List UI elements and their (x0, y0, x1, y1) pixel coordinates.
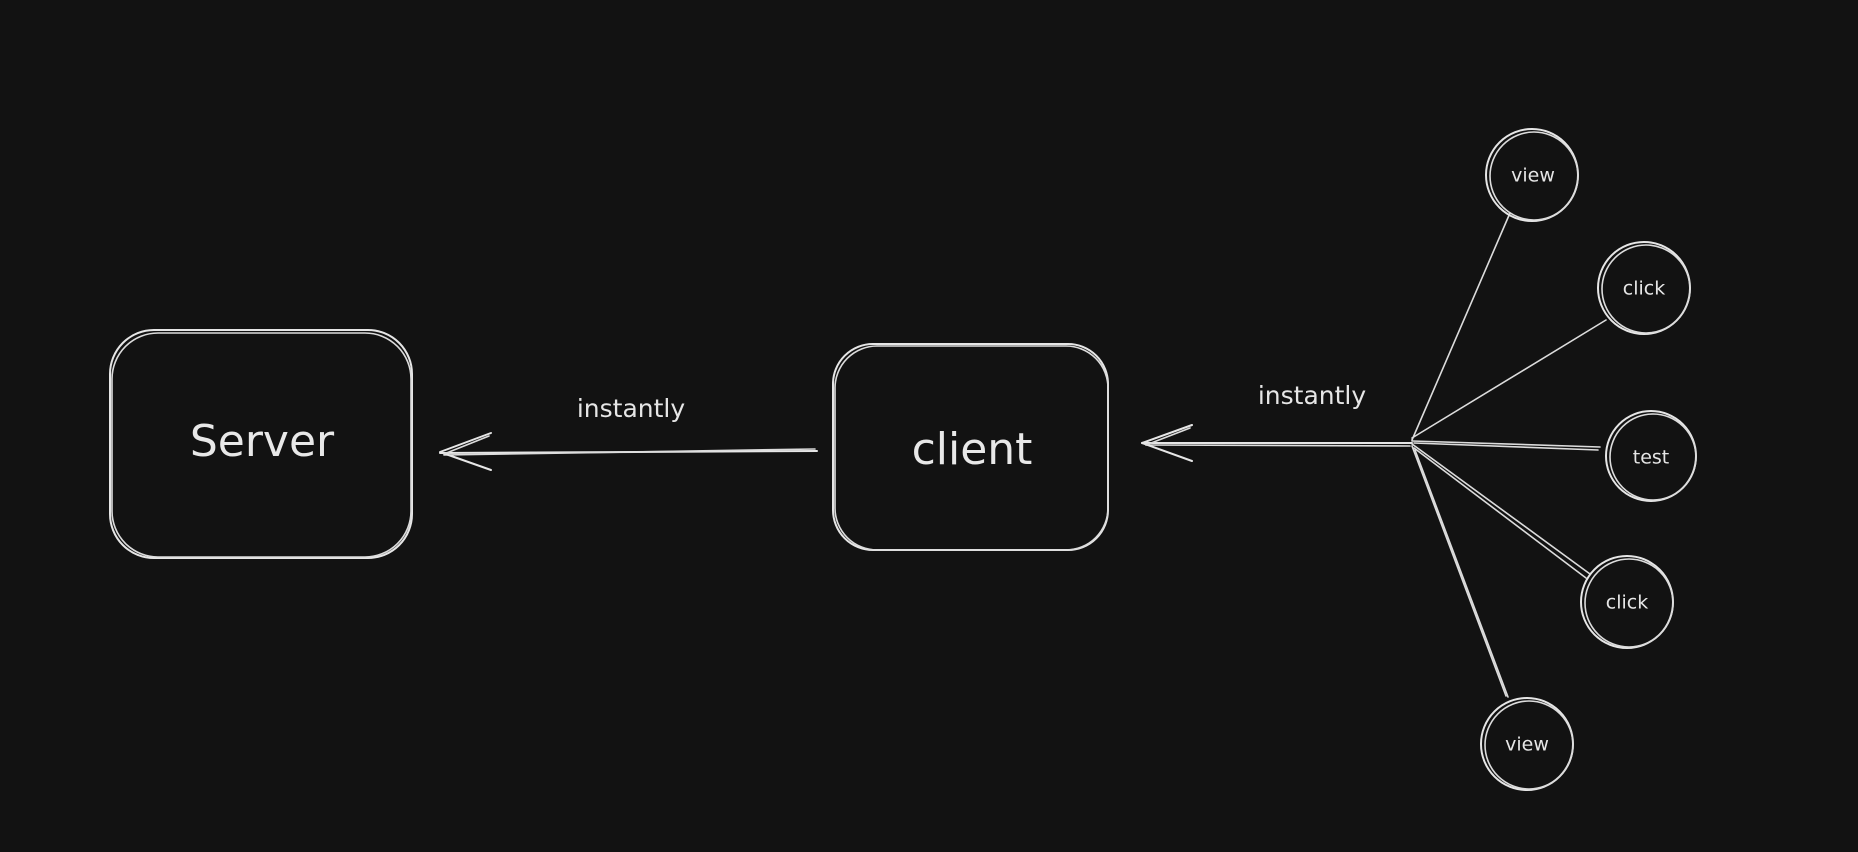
event-click-bottom[interactable]: click (1580, 555, 1674, 649)
client-to-server-arrow[interactable]: instantly (439, 394, 818, 471)
event-connectors (1411, 212, 1607, 698)
server-node[interactable]: Server (109, 329, 413, 559)
event-label: click (1606, 592, 1648, 614)
event-click-top[interactable]: click (1597, 241, 1691, 335)
events-to-client-label: instantly (1258, 381, 1367, 410)
event-label: view (1511, 165, 1555, 187)
events-to-client-arrow[interactable]: instantly (1141, 381, 1413, 462)
connector-click-top (1411, 319, 1607, 439)
connector-click-bottom (1411, 443, 1591, 575)
event-view-bottom[interactable]: view (1480, 697, 1574, 791)
client-to-server-label: instantly (577, 394, 686, 423)
client-node[interactable]: client (832, 343, 1109, 551)
connector-view-top (1411, 212, 1511, 441)
event-label: test (1633, 447, 1670, 469)
event-label: click (1623, 278, 1665, 300)
connector-test (1411, 440, 1601, 448)
server-label: Server (190, 416, 335, 467)
connector-view-bottom (1411, 445, 1507, 697)
event-view-top[interactable]: view (1485, 128, 1579, 222)
client-label: client (912, 424, 1033, 475)
event-test[interactable]: test (1605, 410, 1697, 502)
event-label: view (1505, 734, 1549, 756)
